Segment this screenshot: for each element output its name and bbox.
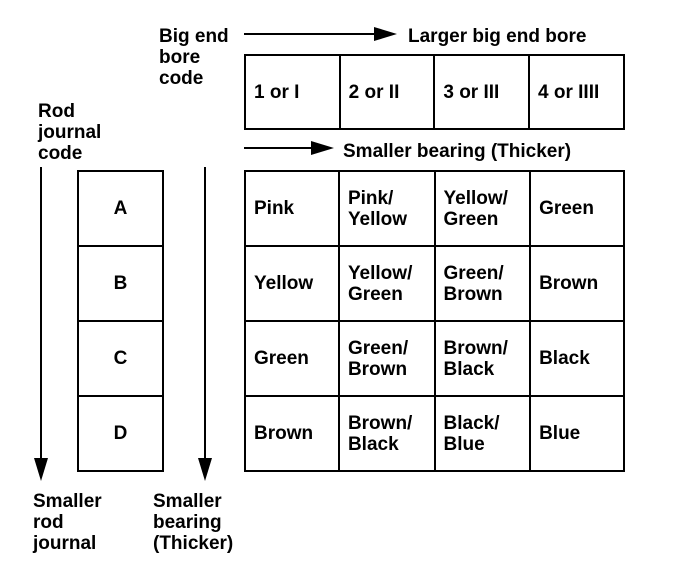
journal-row: D (77, 395, 164, 472)
journal-code-table: A B C D (77, 170, 164, 472)
color-cell: Green/ Brown (433, 245, 532, 322)
smaller-bearing-top-arrow (244, 141, 334, 155)
journal-code-cell: B (77, 245, 164, 322)
larger-bore-arrow (244, 27, 397, 41)
journal-row: C (77, 320, 164, 397)
journal-code-cell: A (77, 170, 164, 247)
color-cell: Yellow/ Green (337, 245, 436, 322)
color-cell: Green/ Brown (337, 320, 436, 397)
color-cell: Green (529, 170, 625, 247)
larger-big-end-bore-label: Larger big end bore (408, 26, 587, 47)
bore-code-cell: 2 or II (338, 54, 436, 130)
color-cell: Brown (529, 245, 625, 322)
color-cell: Pink/ Yellow (337, 170, 436, 247)
bore-code-table: 1 or I 2 or II 3 or III 4 or IIII (244, 54, 625, 130)
color-row: Brown Brown/ Black Black/ Blue Blue (244, 395, 625, 472)
big-end-bore-code-label: Big end bore code (159, 26, 229, 89)
rod-journal-code-label: Rod journal code (38, 101, 102, 164)
bore-code-row: 1 or I 2 or II 3 or III 4 or IIII (244, 54, 625, 130)
color-cell: Brown (244, 395, 340, 472)
color-row: Pink Pink/ Yellow Yellow/ Green Green (244, 170, 625, 247)
journal-row: B (77, 245, 164, 322)
color-cell: Green (244, 320, 340, 397)
bore-code-cell: 1 or I (244, 54, 341, 130)
smaller-rod-journal-arrow (34, 167, 48, 481)
color-cell: Black/ Blue (433, 395, 532, 472)
smaller-bearing-bottom-label: Smaller bearing (Thicker) (153, 491, 234, 554)
color-cell: Brown/ Black (337, 395, 436, 472)
journal-code-cell: C (77, 320, 164, 397)
smaller-bearing-bottom-arrow (198, 167, 212, 481)
color-cell: Yellow (244, 245, 340, 322)
bore-code-cell: 4 or IIII (528, 54, 625, 130)
color-cell: Brown/ Black (433, 320, 532, 397)
color-cell: Black (529, 320, 625, 397)
journal-row: A (77, 170, 164, 247)
smaller-rod-journal-label: Smaller rod journal (33, 491, 102, 554)
color-row: Green Green/ Brown Brown/ Black Black (244, 320, 625, 397)
color-cell: Pink (244, 170, 340, 247)
color-cell: Yellow/ Green (433, 170, 532, 247)
smaller-bearing-top-label: Smaller bearing (Thicker) (343, 141, 572, 162)
journal-code-cell: D (77, 395, 164, 472)
bearing-color-table: Pink Pink/ Yellow Yellow/ Green Green Ye… (244, 170, 625, 472)
color-row: Yellow Yellow/ Green Green/ Brown Brown (244, 245, 625, 322)
bore-code-cell: 3 or III (433, 54, 531, 130)
color-cell: Blue (529, 395, 625, 472)
